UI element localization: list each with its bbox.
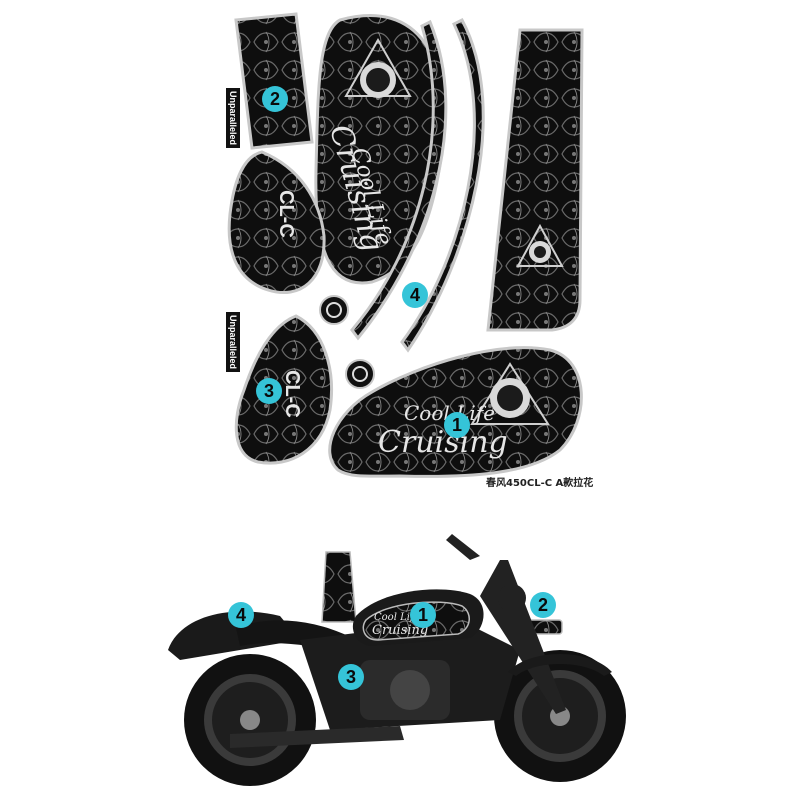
- badge-bike-4: 4: [228, 602, 254, 628]
- preview-fender-sticker: [321, 551, 357, 623]
- sticker-strip-right: [400, 18, 485, 353]
- sticker-strip-left: [350, 19, 448, 341]
- bike-tank-text-2: Cruising: [372, 623, 428, 638]
- badge-bike-2: 2: [530, 592, 556, 618]
- badge-bike-3: 3: [338, 664, 364, 690]
- bike-tank-text-1: Cool Life: [374, 612, 420, 623]
- badge-sheet-2: 2: [262, 86, 288, 112]
- sticker-fender-tall: [486, 28, 584, 332]
- tank-horizontal-text-2: Cruising: [378, 425, 508, 460]
- round-logo-2: [345, 359, 375, 389]
- side-logo-upper: CL-C: [275, 190, 297, 238]
- badge-bike-1: 1: [410, 602, 436, 628]
- sticker-piece-2: [234, 12, 314, 150]
- badge-sheet-1: 1: [444, 412, 470, 438]
- badge-sheet-4: 4: [402, 282, 428, 308]
- side-logo-lower: CL-C: [281, 370, 303, 418]
- product-caption: 春风450CL-C A款拉花: [486, 478, 594, 489]
- round-logo-1: [319, 295, 349, 325]
- sticker-side-panel-upper: [227, 150, 326, 295]
- badge-sheet-3: 3: [256, 378, 282, 404]
- sticker-piece-3: [234, 314, 333, 465]
